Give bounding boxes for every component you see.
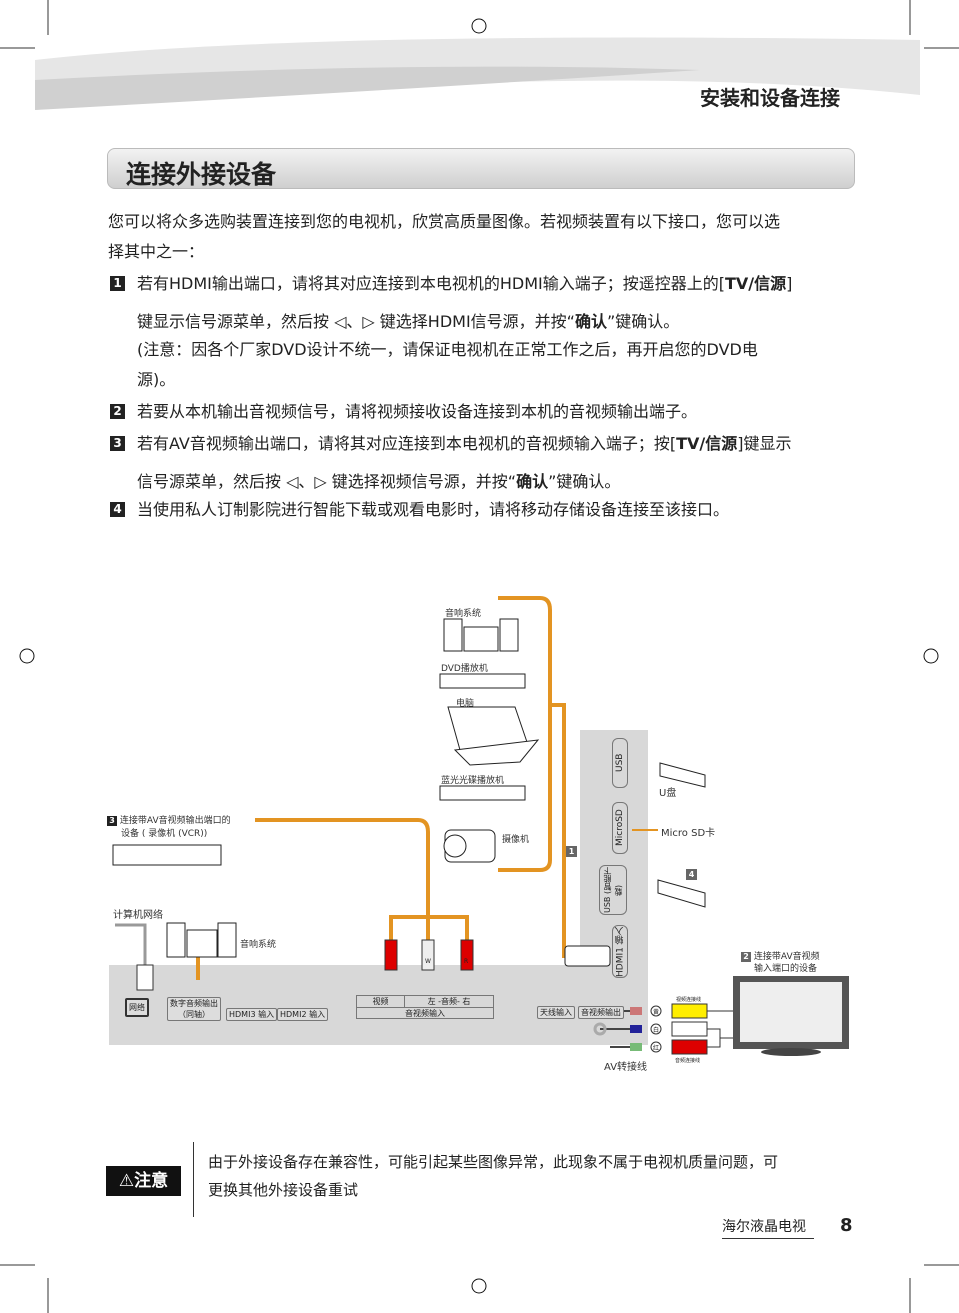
note-text: 由于外接设备存在兼容性，可能引起某些图像异常，此现象不属于电视机质量问题，可 [208, 1153, 779, 1171]
plug-white: W [425, 958, 431, 965]
port-antenna: 天线输入 [537, 1006, 575, 1019]
label-white: 白 [653, 1027, 660, 1034]
note-badge: ⚠注意 [106, 1166, 181, 1196]
label-audio-system: 音响系统 [445, 609, 482, 619]
section-bar [107, 148, 855, 189]
label-tv: 输入端口的设备 [754, 964, 818, 974]
label-pc: 电脑 [456, 699, 475, 709]
label-video-cable: 视频连接线 [676, 997, 702, 1003]
cable-hdmi1 [550, 703, 566, 958]
label-red: 红 [653, 1045, 660, 1052]
label-vcr: 设备 ( 录像机 (VCR)) [121, 829, 208, 839]
intro-line: 您可以将众多选购装置连接到您的电视机，欣赏高质量图像。若视频装置有以下接口，您可… [108, 212, 781, 231]
marker-1: 1 [566, 846, 577, 857]
page-number: 8 [840, 1215, 853, 1236]
port-usb: USB [612, 738, 628, 788]
item-1-line: 键显示信号源菜单，然后按 ◁、▷ 键选择HDMI信号源，并按“确认”键确认。 [137, 312, 680, 331]
port-usb-smart: USB (智能下载) [599, 865, 627, 915]
item-number: 2 [110, 404, 125, 419]
note-text: 更换其他外接设备重试 [208, 1181, 359, 1199]
label-dvd: DVD播放机 [441, 664, 488, 674]
label-microsd-card: Micro SD卡 [661, 828, 716, 839]
item-number: 3 [110, 436, 125, 451]
item-1-note: 源)。 [137, 370, 176, 389]
port-hdmi2: HDMI2 输入 [277, 1008, 329, 1021]
port-network: 网络 [125, 998, 149, 1017]
port-digital-audio: 数字音频输出（同轴） [167, 997, 221, 1021]
label-network: 计算机网络 [113, 910, 163, 921]
divider [193, 1142, 194, 1217]
cable-hdmi-sources [498, 596, 552, 872]
tv-side-panel [580, 730, 648, 1045]
label-camcorder: 摄像机 [502, 835, 530, 845]
marker-4: 4 [686, 869, 697, 880]
item-4-line: 当使用私人订制影院进行智能下载或观看电影时，请将移动存储设备连接至该接口。 [137, 500, 730, 519]
port-av-in: 视频左 -音频- 右 音视频输入 [356, 995, 494, 1019]
label-yellow: 黄 [653, 1009, 660, 1016]
port-hdmi3: HDMI3 输入 [226, 1008, 278, 1021]
label-udisk: U盘 [659, 788, 677, 799]
port-av-out: 音视频输出 [578, 1006, 624, 1019]
chapter-title: 安装和设备连接 [700, 86, 840, 110]
item-2-line: 若要从本机输出音视频信号，请将视频接收设备连接到本机的音视频输出端子。 [137, 402, 698, 421]
label-tv: 2 连接带AV音视频 [741, 949, 820, 962]
item-number: 1 [110, 276, 125, 291]
intro-line: 择其中之一： [108, 242, 205, 261]
port-hdmi1: HDMI1 输入 [612, 925, 628, 978]
item-1-note: (注意：因各个厂家DVD设计不统一，请保证电视机在正常工作之后，再开启您的DVD… [137, 340, 758, 359]
item-number: 4 [110, 502, 125, 517]
port-microsd: MicroSD [612, 802, 628, 854]
label-vcr: 3 连接带AV音视频输出端口的 [107, 813, 231, 826]
plug-red: R [464, 958, 469, 965]
label-av-cable: AV转接线 [604, 1062, 648, 1073]
label-audio-cable: 音频连接线 [675, 1058, 701, 1064]
item-3-line: 若有AV音视频输出端口，请将其对应连接到本电视机的音视频输入端子；按[TV/信源… [137, 434, 792, 453]
label-bluray: 蓝光光碟播放机 [441, 776, 505, 786]
label-audio-system: 音响系统 [240, 940, 277, 950]
footer-brand: 海尔液晶电视 [722, 1216, 814, 1239]
item-3-line: 信号源菜单，然后按 ◁、▷ 键选择视频信号源，并按“确认”键确认。 [137, 472, 621, 491]
item-1-line: 若有HDMI输出端口，请将其对应连接到本电视机的HDMI输入端子；按遥控器上的[… [137, 274, 793, 293]
section-title: 连接外接设备 [126, 160, 277, 189]
